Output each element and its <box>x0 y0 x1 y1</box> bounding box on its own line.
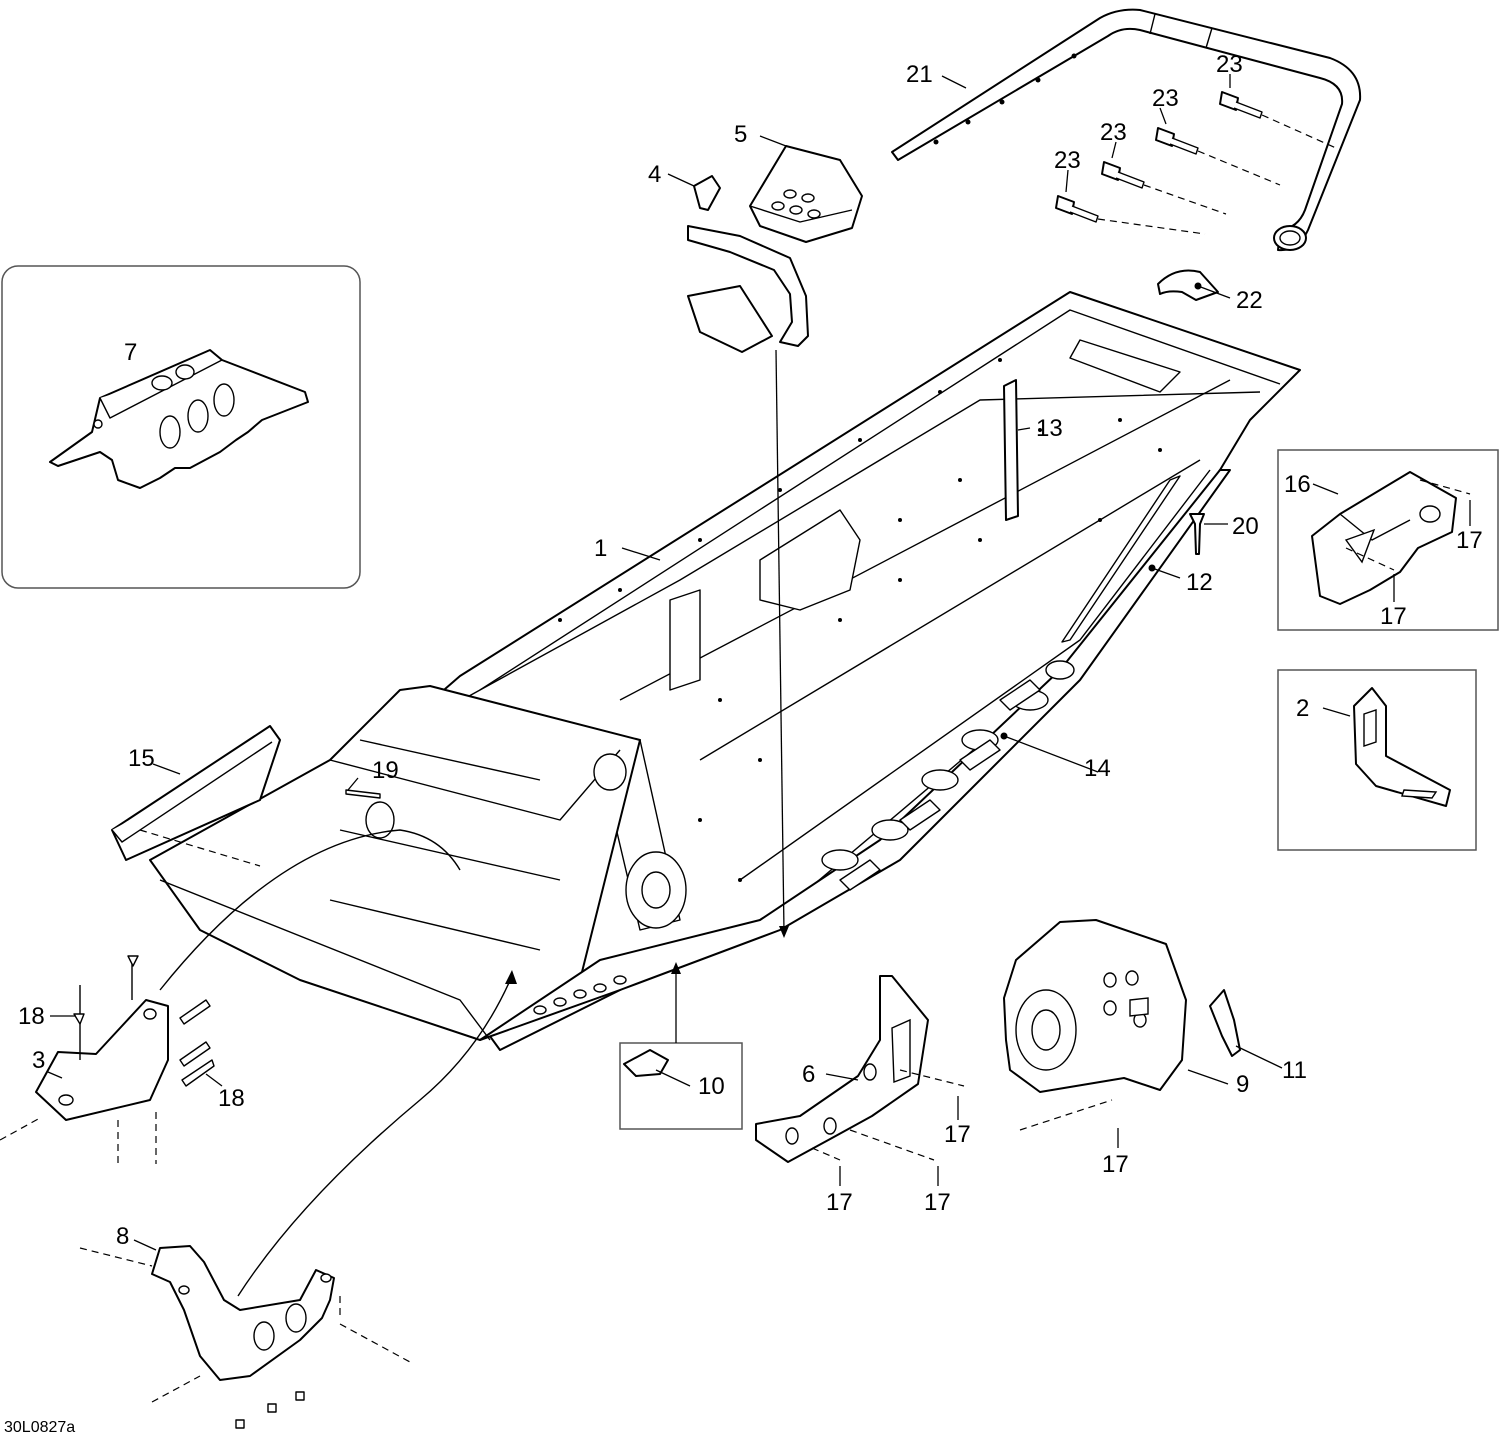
callout-23-a: 23 <box>1216 51 1243 78</box>
callout-23-c: 23 <box>1100 119 1127 146</box>
inset-box-part-16 <box>1277 449 1499 631</box>
part-19-rivet <box>345 789 381 799</box>
callout-22: 22 <box>1236 287 1263 314</box>
callout-12: 12 <box>1186 569 1213 596</box>
part-13-post <box>1003 379 1019 521</box>
callout-13: 13 <box>1036 415 1063 442</box>
part-12-rail <box>1061 475 1181 643</box>
part-23-bolts <box>1055 91 1337 235</box>
callout-17-part9: 17 <box>1102 1151 1129 1178</box>
callout-14: 14 <box>1084 755 1111 782</box>
callout-21: 21 <box>906 61 933 88</box>
callout-15: 15 <box>128 745 155 772</box>
part-21-grab-handle <box>891 8 1362 252</box>
callout-18-left: 18 <box>18 1003 45 1030</box>
inset-box-part-10 <box>619 1042 743 1130</box>
part-5-cover <box>749 145 863 243</box>
callout-2: 2 <box>1296 695 1309 722</box>
part-4-bracket <box>687 175 809 353</box>
callout-23-d: 23 <box>1054 147 1081 174</box>
part-14-footrest-grips <box>839 679 1041 891</box>
callout-17-part6-right: 17 <box>924 1189 951 1216</box>
callout-3: 3 <box>32 1047 45 1074</box>
drawing-code: 30L0827a <box>4 1419 75 1436</box>
callout-labels: 1 2 3 4 5 6 7 8 9 10 11 12 13 14 15 16 1… <box>4 51 1483 1436</box>
callout-17-part6-upper: 17 <box>944 1121 971 1148</box>
inset-box-part-2 <box>1277 669 1477 851</box>
part-20-rivet <box>1189 513 1205 555</box>
callout-4: 4 <box>648 161 661 188</box>
callout-10: 10 <box>698 1073 725 1100</box>
callout-19: 19 <box>372 757 399 784</box>
callout-1: 1 <box>594 535 607 562</box>
part-22-clip <box>1157 269 1219 301</box>
part-7-bracket <box>49 349 309 489</box>
callout-5: 5 <box>734 121 747 148</box>
part-6-bracket <box>755 975 965 1163</box>
part-11-plate <box>1209 989 1241 1057</box>
part-18-rivets <box>73 955 215 1087</box>
part-9-mount <box>1003 919 1187 1131</box>
part-15-bracket <box>111 725 281 867</box>
callout-16: 16 <box>1284 471 1311 498</box>
callout-18-right: 18 <box>218 1085 245 1112</box>
part-8-bracket <box>79 1245 411 1429</box>
callout-23-b: 23 <box>1152 85 1179 112</box>
callout-20: 20 <box>1232 513 1259 540</box>
callout-17-part6-left: 17 <box>826 1189 853 1216</box>
callout-11: 11 <box>1282 1057 1307 1084</box>
assembly-arrows <box>159 349 789 1297</box>
callout-17-inset-bottom: 17 <box>1380 603 1407 630</box>
callout-8: 8 <box>116 1223 129 1250</box>
inset-box-part-7 <box>1 265 361 589</box>
part-3-bracket <box>0 960 169 1164</box>
part-16-bracket <box>1311 471 1471 605</box>
callout-9: 9 <box>1236 1071 1249 1098</box>
callout-leaders <box>47 74 1471 1251</box>
callout-17-inset-right: 17 <box>1456 527 1483 554</box>
part-2-bracket <box>1353 687 1451 807</box>
part-1-tunnel <box>149 291 1301 1051</box>
callout-7: 7 <box>124 339 137 366</box>
callout-6: 6 <box>802 1061 815 1088</box>
part-10-plate <box>623 1049 669 1077</box>
